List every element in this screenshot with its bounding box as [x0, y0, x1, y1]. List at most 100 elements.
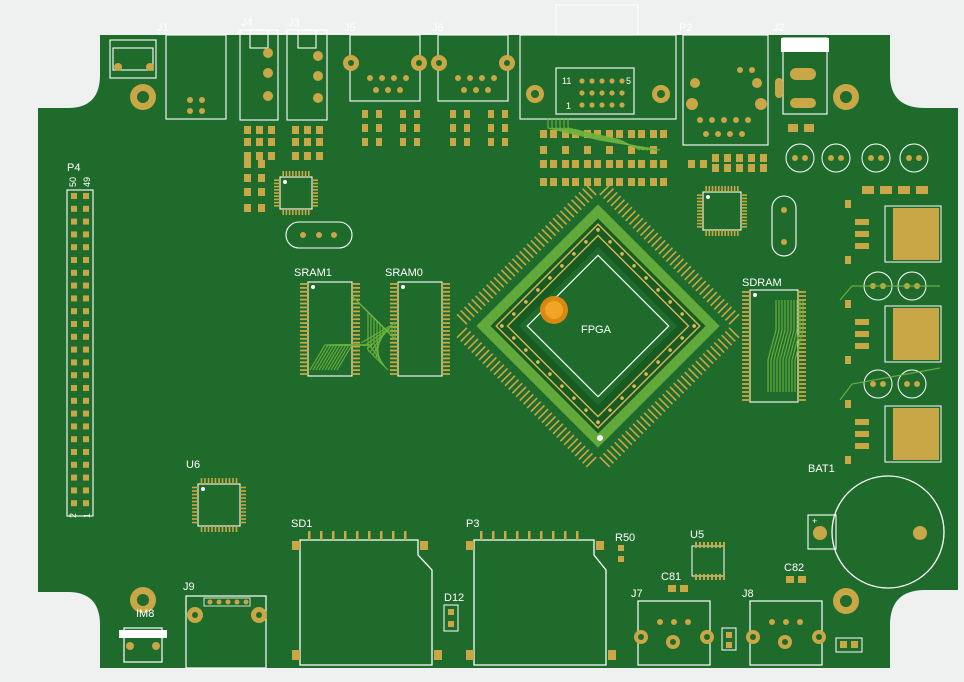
- ic-pin: [288, 171, 291, 177]
- ic-pin: [697, 226, 703, 228]
- ic-pin: [742, 359, 751, 361]
- fpga-pin: [698, 356, 711, 368]
- fpga-via: [548, 372, 552, 376]
- ic-pin: [390, 318, 399, 321]
- label-u5: U5: [690, 529, 704, 541]
- ic-pin: [300, 345, 309, 348]
- p4-pin: [71, 487, 77, 494]
- label-d12: D12: [444, 592, 464, 604]
- ic-pin: [797, 363, 806, 365]
- label-c81: C81: [661, 571, 681, 583]
- ic-pin: [719, 574, 721, 580]
- smd-pad: [502, 138, 508, 146]
- ic-pin: [797, 303, 806, 305]
- p4-pin: [71, 449, 77, 455]
- ic-pin: [300, 326, 309, 328]
- label-p2: P2: [679, 22, 692, 34]
- smd-pad: [628, 178, 635, 186]
- smd-pad: [244, 204, 251, 212]
- label-im8: IM8: [136, 608, 154, 620]
- ic-pin: [741, 226, 747, 228]
- ic-pin: [697, 207, 703, 209]
- fpga-pin: [497, 367, 509, 379]
- fpga-pin: [515, 254, 527, 266]
- ic-pin: [708, 186, 711, 192]
- p2-pin: [733, 117, 739, 123]
- ic-pin: [274, 195, 280, 197]
- ic-pin: [312, 195, 318, 197]
- ic-pin: [708, 230, 711, 236]
- fpga-via: [500, 324, 504, 328]
- smd-pad: [414, 124, 420, 132]
- smd-pad: [712, 154, 719, 162]
- smd-pad: [450, 110, 456, 118]
- ic-pin: [312, 192, 318, 194]
- smd-pad: [540, 160, 547, 168]
- db-pin: [579, 78, 585, 84]
- ic-pin: [390, 373, 399, 375]
- ic-pin: [285, 171, 288, 177]
- smd-pad: [244, 160, 251, 168]
- ic-pin: [214, 478, 217, 484]
- smd-pad: [550, 178, 557, 186]
- smd-pad: [550, 160, 557, 168]
- ic-pin: [742, 367, 751, 369]
- smd-pad: [540, 146, 547, 154]
- capacitor-c81: [668, 585, 688, 592]
- ic-pin: [705, 230, 707, 236]
- p4-pin: [71, 257, 77, 263]
- ic-pin: [711, 230, 714, 236]
- ic-pin: [274, 182, 280, 185]
- label-sd1: SD1: [291, 518, 312, 530]
- fpga-pin: [511, 258, 523, 270]
- ic-pin: [300, 337, 309, 340]
- ic-pin: [741, 194, 747, 196]
- ic-pin: [697, 213, 703, 215]
- p2-pin: [721, 117, 727, 123]
- ic-pin: [441, 353, 450, 356]
- fpga-pin: [647, 408, 659, 420]
- ic-pin: [300, 349, 309, 352]
- smd-pad: [650, 130, 657, 138]
- smd-pad: [540, 130, 547, 138]
- ic-pin: [741, 222, 747, 225]
- capacitor-outline: [785, 143, 815, 173]
- fpga-pin: [485, 356, 498, 368]
- fpga-pin: [456, 327, 468, 339]
- ic-pin: [351, 369, 360, 372]
- fpga-pin: [474, 345, 486, 357]
- ic-pin: [697, 222, 703, 225]
- fpga-pin: [695, 360, 707, 372]
- card-pin: [344, 531, 347, 540]
- ic-pin: [240, 514, 246, 517]
- smd-pad: [804, 124, 814, 132]
- ic-pin: [351, 341, 360, 344]
- ic-pin: [192, 518, 198, 520]
- fpga-via: [584, 408, 588, 412]
- label-db-pin11: 11: [562, 76, 571, 86]
- smd-pad: [845, 256, 851, 264]
- ic-pin: [697, 203, 703, 206]
- copper-trace: [782, 300, 792, 392]
- fpga-pin: [728, 313, 740, 325]
- ic-pin: [797, 315, 806, 317]
- smd-pad: [724, 154, 731, 162]
- card-pin: [404, 531, 407, 540]
- fpga-pin: [515, 386, 527, 398]
- ic-pin: [274, 179, 280, 181]
- fpga-pin: [567, 438, 579, 450]
- ic-body-outline: [749, 289, 799, 403]
- ic-pin: [697, 210, 703, 212]
- smd-pad: [584, 160, 591, 168]
- copper-trace: [779, 300, 789, 392]
- card-pin: [504, 531, 507, 540]
- ic-pin: [697, 194, 703, 196]
- ic-pin: [232, 478, 234, 484]
- ic-pin: [742, 343, 751, 345]
- ic-qfp-top-right: [697, 186, 747, 236]
- ic-pin: [390, 302, 399, 305]
- cap-pad: [802, 155, 808, 161]
- ic-pin: [351, 302, 360, 305]
- ic-pin: [351, 286, 360, 289]
- fpga-pin: [556, 213, 568, 226]
